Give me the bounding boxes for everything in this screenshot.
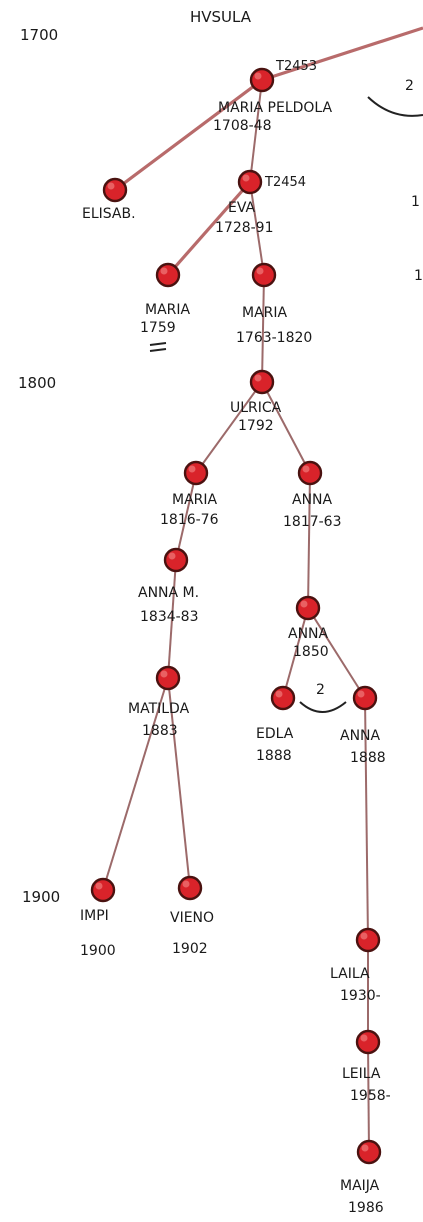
dates-leila: 1958- bbox=[350, 1088, 391, 1104]
node-anna-1850 bbox=[295, 595, 321, 621]
edge-matilda-impi bbox=[102, 677, 169, 891]
node-eva bbox=[237, 169, 263, 195]
edge-maria-1816-anna-m bbox=[175, 472, 197, 561]
name-vieno: VIENO bbox=[170, 910, 214, 926]
name-maria-1759: MARIA bbox=[145, 302, 191, 318]
edge-matilda-vieno bbox=[167, 677, 191, 889]
marriage-arc-edla-anna bbox=[299, 701, 347, 713]
dates-matilda: 1883 bbox=[142, 723, 178, 739]
node-maria-1763 bbox=[251, 262, 277, 288]
tree-nodes bbox=[90, 67, 382, 1165]
node-ulrica bbox=[249, 369, 275, 395]
edge-ulrica-maria-1816 bbox=[195, 381, 263, 474]
dates-anna-m: 1834-83 bbox=[140, 609, 199, 625]
name-leila: LEILA bbox=[342, 1066, 381, 1082]
node-maria-peldola bbox=[249, 67, 275, 93]
dates-ulrica: 1792 bbox=[238, 418, 274, 434]
dates-laila: 1930- bbox=[340, 988, 381, 1004]
name-maria-1763: MARIA bbox=[242, 305, 288, 321]
name-anna-1817: ANNA bbox=[292, 492, 333, 508]
edge-anna-1888-laila bbox=[364, 697, 369, 941]
edge-maria-peldola-eva bbox=[249, 79, 263, 183]
dates-maria-1763: 1763-1820 bbox=[236, 330, 312, 346]
edge-leila-maija bbox=[367, 1041, 370, 1153]
edge-anna-1850-anna-1888 bbox=[307, 607, 366, 699]
name-anna-1888: ANNA bbox=[340, 728, 381, 744]
marriage-number-edla-anna: 2 bbox=[316, 682, 325, 698]
name-maria-1816: MARIA bbox=[172, 492, 218, 508]
name-matilda: MATILDA bbox=[128, 701, 190, 717]
clipped-fragment-top-right: 1 bbox=[411, 194, 420, 210]
id-eva: T2454 bbox=[264, 175, 306, 190]
edge-maria-peldola-elisab bbox=[114, 78, 263, 192]
dates-maria-1816: 1816-76 bbox=[160, 512, 219, 528]
name-anna-1850: ANNA bbox=[288, 626, 329, 642]
node-edla bbox=[270, 685, 296, 711]
tree-edges bbox=[102, 26, 423, 1153]
name-eva: EVA bbox=[228, 200, 256, 216]
edge-maria-1763-ulrica bbox=[261, 274, 265, 383]
diagram-title: HVSULA bbox=[190, 8, 252, 26]
year-label-1700: 1700 bbox=[20, 26, 58, 44]
node-laila bbox=[355, 927, 381, 953]
year-label-1900: 1900 bbox=[22, 888, 60, 906]
underline-maria-1759 bbox=[149, 342, 167, 352]
name-maria-peldola: MARIA PELDOLA bbox=[218, 100, 333, 116]
tree-labels: T2453 MARIA PELDOLA 1708-48 ELISAB. T245… bbox=[80, 59, 391, 1216]
name-maija: MAIJA bbox=[340, 1178, 380, 1194]
dates-maija: 1986 bbox=[348, 1200, 384, 1216]
node-anna-1817 bbox=[297, 460, 323, 486]
dates-anna-1850: 1850 bbox=[293, 644, 329, 660]
node-maria-1816 bbox=[183, 460, 209, 486]
dates-anna-1817: 1817-63 bbox=[283, 514, 342, 530]
name-elisab: ELISAB. bbox=[82, 206, 136, 222]
edge-anna-1817-anna-1850 bbox=[307, 472, 311, 609]
dates-edla: 1888 bbox=[256, 748, 292, 764]
name-anna-m: ANNA M. bbox=[138, 585, 199, 601]
name-impi: IMPI bbox=[80, 908, 109, 924]
dates-vieno: 1902 bbox=[172, 941, 208, 957]
node-anna-m bbox=[163, 547, 189, 573]
name-ulrica: ULRICA bbox=[230, 400, 282, 416]
edge-eva-maria-1759 bbox=[166, 180, 252, 277]
node-anna-1888 bbox=[352, 685, 378, 711]
name-edla: EDLA bbox=[256, 726, 294, 742]
dates-maria-peldola: 1708-48 bbox=[213, 118, 272, 134]
node-vieno bbox=[177, 875, 203, 901]
name-laila: LAILA bbox=[330, 966, 370, 982]
edge-anna-1850-edla bbox=[282, 607, 309, 699]
dates-maria-1759: 1759 bbox=[140, 320, 176, 336]
edge-eva-maria-1763 bbox=[249, 181, 265, 276]
dates-anna-1888: 1888 bbox=[350, 750, 386, 766]
node-impi bbox=[90, 877, 116, 903]
edge-ulrica-anna-1817 bbox=[261, 381, 311, 474]
edge-anna-m-matilda bbox=[167, 559, 177, 679]
node-elisab bbox=[102, 177, 128, 203]
node-maria-1759 bbox=[155, 262, 181, 288]
dates-eva: 1728-91 bbox=[215, 220, 274, 236]
node-matilda bbox=[155, 665, 181, 691]
marriage-arc-top-right bbox=[367, 96, 423, 117]
node-maija bbox=[356, 1139, 382, 1165]
year-label-1800: 1800 bbox=[18, 374, 56, 392]
clipped-fragment-mid-right: 1 bbox=[414, 268, 423, 284]
dates-impi: 1900 bbox=[80, 943, 116, 959]
marriage-number-top-right: 2 bbox=[405, 78, 414, 94]
id-maria-peldola: T2453 bbox=[275, 59, 317, 74]
node-leila bbox=[355, 1029, 381, 1055]
edge-root-offpage bbox=[261, 26, 423, 82]
